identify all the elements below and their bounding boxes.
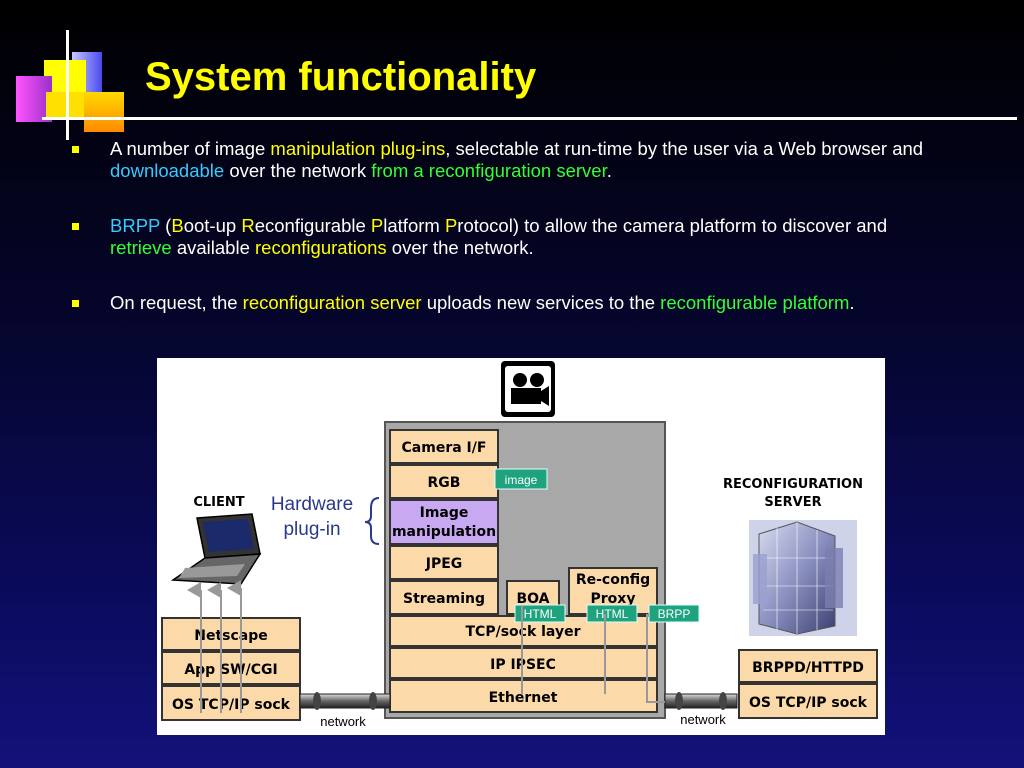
bullet-text-segment: over the network. bbox=[386, 237, 534, 258]
network-cable-right bbox=[664, 692, 738, 710]
image-tag: image bbox=[494, 468, 548, 490]
tcp-sock-label: TCP/sock layer bbox=[466, 624, 581, 640]
bullet-text-segment: econfigurable bbox=[254, 215, 371, 236]
server-os-label: OS TCP/IP sock bbox=[749, 695, 868, 711]
server-label-line1: RECONFIGURATION bbox=[723, 477, 863, 492]
netscape-label: Netscape bbox=[194, 628, 268, 644]
bullet-text-segment: reconfiguration server bbox=[242, 292, 422, 313]
rgb-label: RGB bbox=[428, 475, 461, 491]
bullet-marker bbox=[72, 223, 79, 230]
logo-decoration bbox=[0, 0, 140, 150]
brpp-tag-label: BRPP bbox=[658, 607, 691, 621]
html-tag-1-label: HTML bbox=[524, 607, 557, 621]
jpeg-box: JPEG bbox=[389, 545, 499, 580]
hardware-plugin-label-line2: plug-in bbox=[283, 519, 340, 540]
logo-square-orange bbox=[84, 92, 124, 132]
bullet-text-segment: reconfigurable platform bbox=[660, 292, 850, 313]
bullet-text-segment: reconfigurations bbox=[255, 237, 387, 258]
bullet-marker bbox=[72, 146, 79, 153]
bullet-text-segment: P bbox=[370, 215, 384, 236]
reconfig-proxy-label-line1: Re-config bbox=[576, 572, 650, 588]
bullet-item: BRPP (Boot-up Reconfigurable Platform Pr… bbox=[70, 215, 950, 259]
network-cable-left bbox=[299, 692, 391, 710]
server-building-icon bbox=[749, 520, 857, 636]
slide-title: System functionality bbox=[145, 55, 537, 99]
bullet-text-segment: ( bbox=[160, 215, 172, 236]
ip-ipsec-box: IP IPSEC bbox=[389, 647, 658, 679]
network-left-label: network bbox=[320, 714, 366, 729]
rgb-box: RGB bbox=[389, 464, 499, 499]
camera-if-label: Camera I/F bbox=[402, 440, 487, 456]
bullet-text-segment: , selectable at run-time by the user via… bbox=[445, 138, 924, 159]
image-manipulation-label-line1: Image bbox=[420, 505, 469, 521]
ethernet-label: Ethernet bbox=[489, 690, 558, 706]
bullet-text-segment: P bbox=[444, 215, 458, 236]
server-label-line2: SERVER bbox=[764, 495, 821, 510]
bullet-list: A number of image manipulation plug-ins,… bbox=[70, 138, 950, 347]
bullet-text-segment: manipulation plug-ins bbox=[270, 138, 446, 159]
bullet-text-segment: R bbox=[241, 215, 255, 236]
client-os-label: OS TCP/IP sock bbox=[172, 697, 291, 713]
bullet-text-segment: . bbox=[606, 160, 612, 181]
html-tag-2-label: HTML bbox=[596, 607, 629, 621]
app-sw-cgi-box: App SW/CGI bbox=[161, 651, 301, 685]
bullet-text-segment: downloadable bbox=[110, 160, 225, 181]
jpeg-label: JPEG bbox=[425, 556, 463, 572]
brpp-tag: BRPP bbox=[648, 604, 700, 623]
bullet-text-segment: uploads new services to the bbox=[421, 292, 661, 313]
app-sw-cgi-label: App SW/CGI bbox=[184, 662, 277, 678]
bullet-text-segment: retrieve bbox=[110, 237, 172, 258]
bullet-text-segment: available bbox=[171, 237, 256, 258]
brppd-httpd-box: BRPPD/HTTPD bbox=[738, 649, 878, 683]
bullet-text-segment: BRPP bbox=[110, 215, 161, 236]
html-tag-2: HTML bbox=[586, 604, 638, 623]
bullet-text-segment: latform bbox=[383, 215, 445, 236]
client-arrows bbox=[187, 580, 242, 713]
camera-if-box: Camera I/F bbox=[389, 429, 499, 464]
boa-label: BOA bbox=[516, 591, 549, 607]
architecture-diagram: Camera I/F RGB Image manipulation JPEG S… bbox=[157, 358, 885, 735]
bullet-text: BRPP (Boot-up Reconfigurable Platform Pr… bbox=[110, 215, 887, 258]
camera-icon bbox=[501, 361, 555, 417]
netscape-box: Netscape bbox=[161, 617, 301, 651]
bullet-item: A number of image manipulation plug-ins,… bbox=[70, 138, 950, 182]
bullet-text-segment: . bbox=[849, 292, 855, 313]
hardware-plugin-brace bbox=[364, 497, 380, 545]
network-right-label: network bbox=[680, 712, 726, 727]
bullet-text-segment: oot-up bbox=[183, 215, 242, 236]
laptop-icon bbox=[170, 513, 262, 585]
client-label: CLIENT bbox=[193, 495, 244, 510]
hardware-plugin-label-line1: Hardware bbox=[271, 494, 353, 515]
bullet-text: On request, the reconfiguration server u… bbox=[110, 292, 855, 313]
bullet-item: On request, the reconfiguration server u… bbox=[70, 292, 950, 314]
title-underline bbox=[42, 117, 1017, 120]
reconfig-proxy-label-line2: Proxy bbox=[591, 591, 636, 607]
bullet-marker bbox=[72, 300, 79, 307]
image-manipulation-box: Image manipulation bbox=[389, 499, 499, 545]
streaming-box: Streaming bbox=[389, 580, 499, 615]
bullet-text-segment: from a reconfiguration server bbox=[371, 160, 607, 181]
image-manipulation-label-line2: manipulation bbox=[392, 524, 496, 540]
bullet-text-segment: B bbox=[171, 215, 184, 236]
ethernet-box: Ethernet bbox=[389, 679, 658, 713]
bullet-text: A number of image manipulation plug-ins,… bbox=[110, 138, 923, 181]
image-tag-label: image bbox=[505, 473, 538, 487]
server-os-box: OS TCP/IP sock bbox=[738, 683, 878, 719]
logo-vertical-line bbox=[66, 30, 69, 140]
bullet-text-segment: rotocol) to allow the camera platform to… bbox=[457, 215, 888, 236]
brppd-httpd-label: BRPPD/HTTPD bbox=[752, 660, 864, 676]
streaming-label: Streaming bbox=[403, 591, 485, 607]
bullet-text-segment: over the network bbox=[224, 160, 372, 181]
html-tag-1: HTML bbox=[514, 604, 566, 623]
client-os-box: OS TCP/IP sock bbox=[161, 685, 301, 721]
bullet-text-segment: A number of image bbox=[110, 138, 271, 159]
bullet-text-segment: On request, the bbox=[110, 292, 243, 313]
